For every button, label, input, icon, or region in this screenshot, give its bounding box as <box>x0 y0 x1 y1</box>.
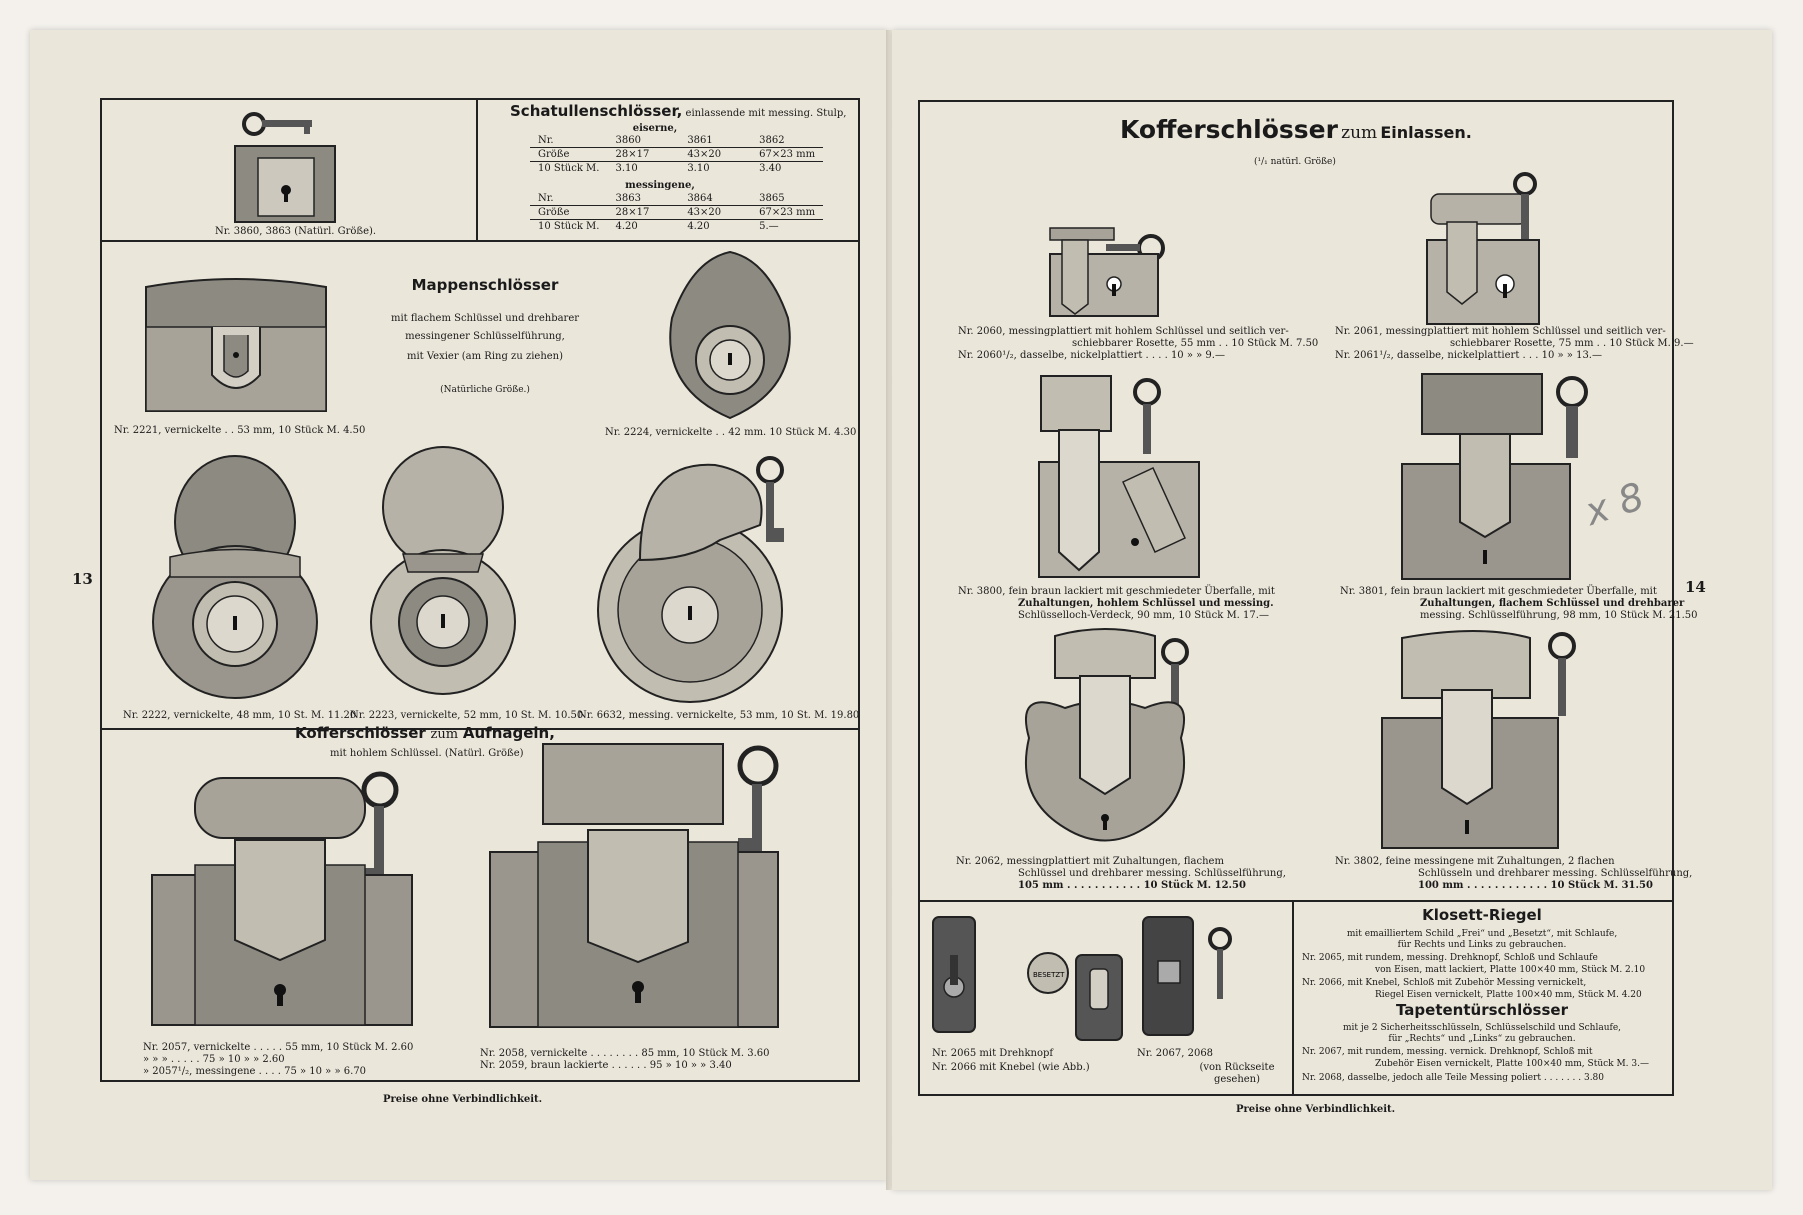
caption-6632: Nr. 6632, messing. vernickelte, 53 mm, 1… <box>578 710 860 721</box>
koffer-lock-3802-illustration <box>1381 630 1576 849</box>
left-divider-bottom <box>100 728 858 730</box>
mappen-title: Mappenschlösser <box>411 276 559 294</box>
caption-2061-a: Nr. 2061, messingplattiert mit hohlem Sc… <box>1335 326 1666 337</box>
caption-2061-b: schiebbarer Rosette, 75 mm . . 10 Stück … <box>1450 338 1694 349</box>
klosett-l5: Nr. 2066, mit Knebel, Schloß mit Zubehör… <box>1302 978 1587 988</box>
left-divider-top <box>100 240 858 242</box>
left-page-frame <box>100 98 860 1082</box>
caption-3802-c: 100 mm . . . . . . . . . . . . 10 Stück … <box>1418 880 1653 891</box>
caption-3801-a: Nr. 3801, fein braun lackiert mit geschm… <box>1340 586 1657 597</box>
caption-3801-b: Zuhaltungen, flachem Schlüssel und drehb… <box>1420 598 1685 609</box>
schatullen-eiserne-label: eiserne, <box>632 123 678 134</box>
klosett-l4: von Eisen, matt lackiert, Platte 100×40 … <box>1375 965 1646 975</box>
caption-2057-a: Nr. 2057, vernickelte . . . . . 55 mm, 1… <box>143 1042 414 1053</box>
tapeten-l3: Nr. 2067, mit rundem, messing. vernick. … <box>1302 1047 1593 1057</box>
mappen-lock-2224-illustration <box>669 250 791 420</box>
koffer-lock-2061-illustration <box>1426 172 1540 325</box>
besetzt-badge-text: BESETZT <box>1033 971 1065 979</box>
schatullen-title-rest: einlassende mit messing. Stulp, <box>685 108 847 119</box>
mappen-line2: messingener Schlüsselführung, <box>405 331 565 342</box>
klosett-l2: für Rechts und Links zu gebrauchen. <box>1397 940 1567 950</box>
caption-2065-b: Nr. 2066 mit Knebel (wie Abb.) <box>932 1062 1090 1073</box>
caption-2060-c: Nr. 2060¹/₂, dasselbe, nickelplattiert .… <box>958 350 1225 361</box>
caption-2222: Nr. 2222, vernickelte, 48 mm, 10 St. M. … <box>123 710 357 721</box>
caption-back-b: gesehen) <box>1213 1074 1261 1085</box>
mappen-lock-2222-illustration <box>152 455 318 699</box>
caption-3802-a: Nr. 3802, feine messingene mit Zuhaltung… <box>1335 856 1615 867</box>
schatullen-heading: Schatullenschlösser, einlassende mit mes… <box>510 104 847 120</box>
mappen-lock-6632-illustration <box>597 456 784 703</box>
caption-2058-b: Nr. 2059, braun lackierte . . . . . . 95… <box>480 1060 732 1071</box>
schatullen-lock-illustration <box>234 112 336 223</box>
right-title-sub: (¹/₁ natürl. Größe) <box>1254 157 1336 167</box>
right-title: Kofferschlösser zum Einlassen. <box>1120 115 1472 144</box>
koffer-lock-2057-illustration <box>151 771 413 1026</box>
caption-back-a: (von Rückseite <box>1199 1062 1275 1073</box>
caption-2058-a: Nr. 2058, vernickelte . . . . . . . . 85… <box>480 1048 770 1059</box>
klosett-title: Klosett-Riegel <box>1422 906 1542 924</box>
right-divider-vertical <box>1292 900 1294 1094</box>
caption-2062-b: Schlüssel und drehbarer messing. Schlüss… <box>1018 868 1286 879</box>
schatullen-messingene-label: messingene, <box>625 180 695 191</box>
page-number-right: 14 <box>1685 578 1706 596</box>
klosett-l1: mit emailliertem Schild „Frei“ und „Bese… <box>1346 929 1618 939</box>
mappen-lock-2221-illustration <box>145 278 327 412</box>
klosett-l3: Nr. 2065, mit rundem, messing. Drehknopf… <box>1302 953 1598 963</box>
caption-2062-c: 105 mm . . . . . . . . . . . 10 Stück M.… <box>1018 880 1246 891</box>
koffer-lock-3800-illustration <box>1038 375 1200 578</box>
page-number-left: 13 <box>72 570 93 588</box>
koffer-lock-3801-illustration <box>1401 373 1588 580</box>
koffer-aufnageln-sub: mit hohlem Schlüssel. (Natürl. Größe) <box>330 748 524 759</box>
mappen-line3: mit Vexier (am Ring zu ziehen) <box>406 351 564 362</box>
mappen-lock-2223-illustration <box>370 446 516 695</box>
caption-2060-b: schiebbarer Rosette, 55 mm . . 10 Stück … <box>1072 338 1319 349</box>
caption-2057-c: » 2057¹/₂, messingene . . . . 75 » 10 » … <box>143 1066 367 1077</box>
klosett-l6: Riegel Eisen vernickelt, Platte 100×40 m… <box>1375 990 1642 1000</box>
koffer-lock-2060-illustration <box>1049 227 1165 317</box>
klosett-riegel-illustration: BESETZT <box>932 916 1232 1041</box>
caption-3802-b: Schlüsseln und drehbarer messing. Schlüs… <box>1418 868 1693 879</box>
left-divider-vertical <box>476 98 478 240</box>
left-footer: Preise ohne Verbindlichkeit. <box>383 1094 543 1105</box>
tapeten-l4: Zubehör Eisen vernickelt, Platte 100×40 … <box>1375 1059 1649 1069</box>
right-footer: Preise ohne Verbindlichkeit. <box>1236 1104 1396 1115</box>
koffer-aufnageln-heading: Kofferschlösser zum Aufnageln, <box>295 724 555 742</box>
tapeten-l2: für „Rechts“ und „Links“ zu gebrauchen. <box>1388 1034 1576 1044</box>
caption-2061-c: Nr. 2061¹/₂, dasselbe, nickelplattiert .… <box>1335 350 1602 361</box>
right-page <box>892 30 1772 1190</box>
tapeten-l1: mit je 2 Sicherheitsschlüsseln, Schlüsse… <box>1342 1023 1622 1033</box>
caption-2067: Nr. 2067, 2068 <box>1137 1048 1214 1059</box>
caption-3800-a: Nr. 3800, fein braun lackiert mit geschm… <box>958 586 1275 597</box>
right-divider-bottom <box>918 900 1672 902</box>
caption-2062-a: Nr. 2062, messingplattiert mit Zuhaltung… <box>956 856 1224 867</box>
tapeten-l5: Nr. 2068, dasselbe, jedoch alle Teile Me… <box>1302 1073 1605 1083</box>
koffer-lock-2058-illustration <box>489 743 779 1028</box>
schatullen-title: Schatullenschlösser, <box>510 102 683 120</box>
caption-2065-a: Nr. 2065 mit Drehknopf <box>932 1048 1054 1059</box>
tapeten-title: Tapetentürschlösser <box>1396 1001 1568 1019</box>
mappen-line4: (Natürliche Größe.) <box>440 385 530 395</box>
caption-2223: Nr. 2223, vernickelte, 52 mm, 10 St. M. … <box>350 710 584 721</box>
schatullen-caption: Nr. 3860, 3863 (Natürl. Größe). <box>215 226 377 237</box>
book-gutter <box>886 30 896 1190</box>
right-page-frame <box>918 100 1674 1096</box>
caption-3800-b: Zuhaltungen, hohlem Schlüssel und messin… <box>1018 598 1274 609</box>
mappen-line1: mit flachem Schlüssel und drehbarer <box>390 313 580 324</box>
caption-2057-b: » » » . . . . . 75 » 10 » » 2.60 <box>143 1054 285 1065</box>
caption-2224: Nr. 2224, vernickelte . . 42 mm. 10 Stüc… <box>605 427 857 438</box>
koffer-lock-2062-illustration <box>1024 628 1189 842</box>
caption-3801-c: messing. Schlüsselführung, 98 mm, 10 Stü… <box>1420 610 1698 621</box>
caption-2221: Nr. 2221, vernickelte . . 53 mm, 10 Stüc… <box>114 425 366 436</box>
caption-2060-a: Nr. 2060, messingplattiert mit hohlem Sc… <box>958 326 1289 337</box>
caption-3800-c: Schlüsselloch-Verdeck, 90 mm, 10 Stück M… <box>1018 610 1269 621</box>
